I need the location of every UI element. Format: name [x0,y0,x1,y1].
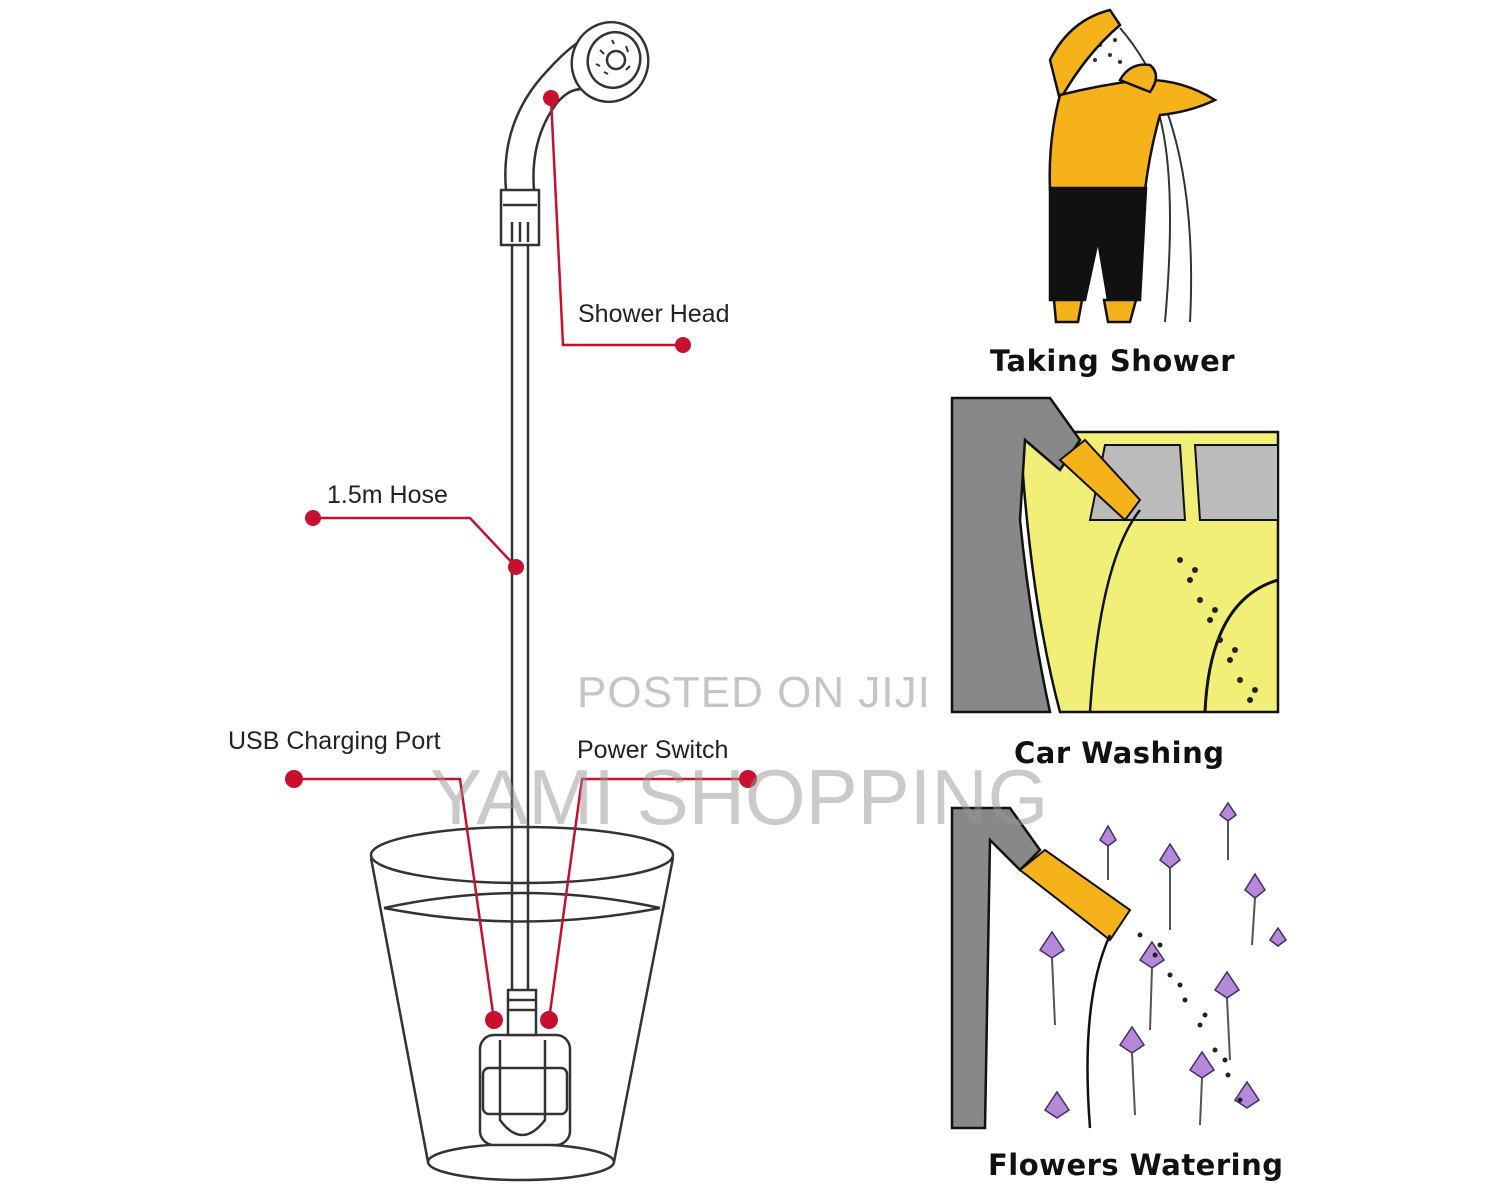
watermark-posted-on: POSTED ON JIJI [577,668,931,717]
watermark-shop-name: YAMI SHOPPING [430,753,1049,841]
car-washing-caption: Car Washing [1014,736,1225,770]
taking-shower-illustration [1048,8,1218,324]
shower-head-callout-line [549,97,683,347]
pump-drawing [478,988,572,1147]
hose-drawing [510,245,530,990]
shower-head-label: Shower Head [578,300,730,328]
bucket-drawing [369,825,675,1182]
usb-port-callout-line [294,777,496,1021]
hose-label: 1.5m Hose [327,481,448,509]
flowers-watering-caption: Flowers Watering [988,1148,1284,1182]
flowers-watering-illustration [950,801,1288,1130]
callout-lines [294,97,748,1021]
shower-device-drawing [369,20,675,1182]
power-switch-callout-line [547,777,748,1021]
power-switch-label: Power Switch [577,736,729,764]
taking-shower-caption: Taking Shower [990,344,1236,378]
hose-callout-line [313,516,517,568]
connector-drawing [499,188,541,247]
usb-port-label: USB Charging Port [228,727,441,755]
callout-dots [285,90,757,1029]
shower-head-drawing [504,20,650,191]
car-washing-illustration [950,396,1280,714]
